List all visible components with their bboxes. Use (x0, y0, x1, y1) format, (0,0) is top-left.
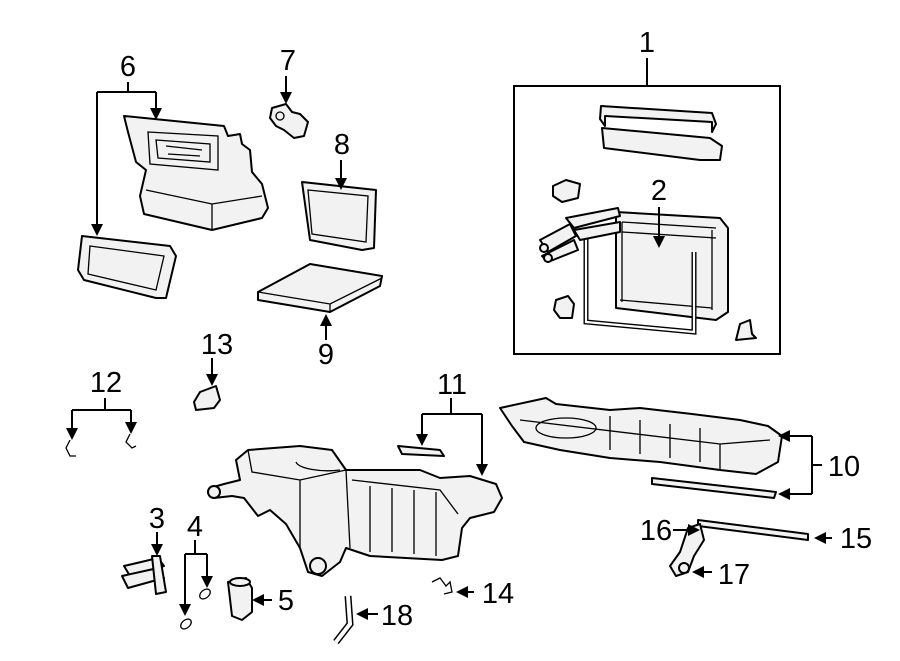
callout-12: 12 (90, 367, 122, 399)
callout-18: 18 (381, 600, 413, 632)
callout-5: 5 (278, 585, 294, 617)
filter-door-group (301, 160, 377, 251)
callout-4: 4 (187, 511, 203, 543)
callout-17: 17 (718, 559, 750, 591)
clip-part (553, 295, 575, 319)
cabin-filter-group (257, 263, 383, 340)
callout-8: 8 (334, 129, 350, 161)
pipes-3-group (121, 532, 167, 595)
callout-9: 9 (318, 339, 334, 371)
orings-4-group (179, 540, 213, 630)
callout-15: 15 (840, 523, 872, 555)
actuator-group (269, 76, 309, 139)
callout-3: 3 (149, 503, 165, 535)
evaporator-kit-group (513, 58, 781, 355)
callout-13: 13 (201, 329, 233, 361)
seal-strip-part (599, 105, 717, 133)
clip-14-group (431, 577, 474, 598)
hose-18-group (333, 595, 378, 645)
upper-housing-group (499, 397, 822, 500)
callout-14: 14 (482, 578, 514, 610)
block-part (552, 179, 581, 203)
callout-16: 16 (640, 515, 672, 547)
sensor-5-group (227, 577, 272, 621)
bracket-13-group (193, 358, 221, 411)
evaporator-core-part (615, 211, 729, 321)
callout-2: 2 (651, 175, 667, 207)
evaporator-cover-part (601, 127, 723, 161)
hvac-housing-group (207, 398, 503, 577)
callout-6: 6 (120, 51, 136, 83)
callout-7: 7 (280, 45, 296, 77)
pipe-fittings-part (539, 207, 621, 263)
callout-1: 1 (639, 27, 655, 59)
blower-case-group (77, 82, 269, 299)
clips-12-group (65, 398, 137, 457)
callout-10: 10 (828, 451, 860, 483)
callout-11: 11 (437, 369, 467, 401)
linkage-group (669, 519, 832, 578)
bracket-part (735, 319, 757, 341)
